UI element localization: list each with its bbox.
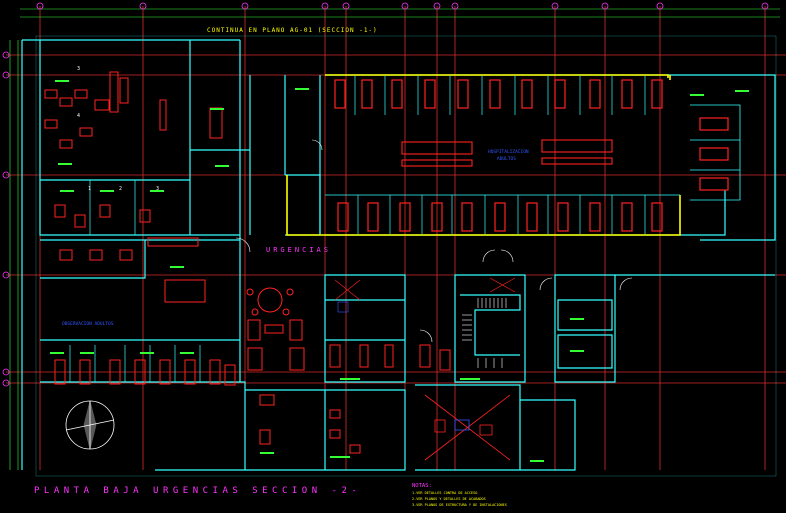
stairs bbox=[462, 298, 507, 368]
note-item: 1-VER DETALLES CONTRA DE ACCESO bbox=[412, 491, 478, 495]
section-label: URGENCIAS bbox=[266, 246, 331, 254]
observation-area-outline bbox=[286, 74, 681, 236]
treatment-room bbox=[424, 394, 511, 461]
isolation-partitions bbox=[690, 104, 741, 201]
left-furniture bbox=[44, 71, 236, 386]
restrooms bbox=[259, 344, 451, 454]
doors bbox=[235, 139, 633, 343]
waiting-lounge bbox=[246, 287, 305, 371]
north-arrow-icon bbox=[65, 400, 115, 450]
shafts bbox=[334, 277, 516, 313]
area-label-observacion: OBSERVACION ADULTOS bbox=[62, 322, 114, 327]
room-number: 1 bbox=[88, 186, 92, 192]
room-number: 3 bbox=[156, 186, 160, 192]
continuation-note: CONTINUA EN PLANO AG-01 (SECCION -1-) bbox=[207, 27, 378, 34]
notes-heading: NOTAS: bbox=[412, 483, 432, 489]
isolation-beds bbox=[699, 117, 729, 191]
note-item: 3-VER PLANOS DE ESTRUCTURA Y DE INSTALAC… bbox=[412, 503, 507, 507]
room-tags bbox=[50, 80, 749, 462]
left-partitions bbox=[69, 180, 201, 382]
note-item: 2-VER PLANOS Y DETALLES DE ACABADOS bbox=[412, 497, 486, 501]
area-label-adultos: ADULTOS bbox=[497, 157, 516, 162]
room-number: 2 bbox=[119, 186, 123, 192]
area-label-hospitalizacion: HOSPITALIZACION bbox=[488, 150, 529, 155]
room-number: 4 bbox=[77, 113, 81, 119]
dimension-lines bbox=[9, 8, 780, 470]
room-number: 3 bbox=[77, 66, 81, 72]
bays-top bbox=[334, 79, 663, 109]
bays-bottom bbox=[337, 202, 663, 232]
grid-markers bbox=[2, 2, 769, 387]
bay-partitions-top bbox=[354, 76, 646, 115]
drawing-title: PLANTA BAJA URGENCIAS SECCION -2- bbox=[34, 486, 362, 496]
bay-partitions-bottom bbox=[325, 194, 680, 234]
nurse-stations bbox=[401, 139, 613, 167]
